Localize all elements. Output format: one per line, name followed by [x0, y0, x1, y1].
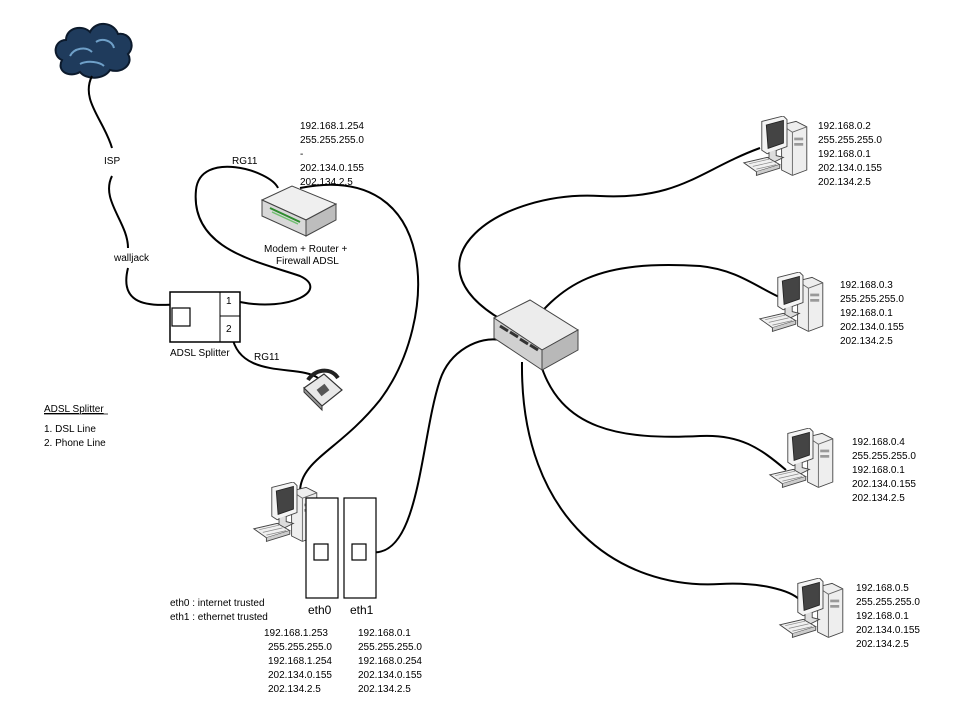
- nic-card-eth1: [343, 497, 377, 599]
- cable-switch-pc4: [520, 361, 801, 601]
- legend-item: 2. Phone Line: [44, 438, 106, 449]
- splitter-port-2-label: 2: [226, 324, 232, 335]
- cable-switch-pc1: [458, 147, 761, 321]
- client-computer-icon: [759, 272, 824, 332]
- legend-title: ADSL Splitter: [44, 404, 104, 415]
- client-gateway: 192.168.0.1: [852, 465, 905, 476]
- cable-switch-pc3: [539, 361, 787, 471]
- legend-item: 1. DSL Line: [44, 424, 96, 435]
- client-dns2: 202.134.2.5: [852, 493, 905, 504]
- client-netmask: 255.255.255.0: [856, 597, 920, 608]
- client-dns2: 202.134.2.5: [840, 336, 893, 347]
- eth1-netmask: 255.255.255.0: [358, 642, 422, 653]
- legend: ADSL Splitter 1. DSL Line 2. Phone Line: [44, 404, 108, 449]
- eth1-dns2: 202.134.2.5: [358, 684, 411, 695]
- modem-label-line1: Modem + Router +: [264, 244, 348, 255]
- client-computer-icon: [779, 578, 844, 638]
- eth1-config: 192.168.0.1 255.255.255.0 192.168.0.254 …: [358, 628, 422, 695]
- client-computer-icon: [743, 116, 808, 176]
- eth0-gateway: 192.168.1.254: [268, 656, 332, 667]
- modem-gateway: -: [300, 149, 303, 160]
- cable-modem-eth0: [299, 183, 420, 493]
- splitter-port-1-label: 1: [226, 296, 232, 307]
- eth0-netmask: 255.255.255.0: [268, 642, 332, 653]
- modem-dns2: 202.134.2.5: [300, 177, 353, 188]
- rg11-modem-label: RG11: [232, 156, 258, 167]
- modem-router-icon: [260, 185, 338, 237]
- network-cables: [87, 75, 801, 601]
- client-1-config: 192.168.0.2 255.255.255.0 192.168.0.1 20…: [818, 121, 882, 188]
- modem-netmask: 255.255.255.0: [300, 135, 364, 146]
- client-computer-icon: [769, 428, 834, 488]
- telephone-icon: [303, 368, 343, 412]
- eth0-label: eth0: [308, 603, 332, 617]
- client-dns2: 202.134.2.5: [818, 177, 871, 188]
- client-netmask: 255.255.255.0: [840, 294, 904, 305]
- client-ip: 192.168.0.5: [856, 583, 909, 594]
- adsl-splitter: [169, 291, 241, 343]
- cable-isp-cloud: [87, 75, 113, 149]
- client-dns2: 202.134.2.5: [856, 639, 909, 650]
- client-2-config: 192.168.0.3 255.255.255.0 192.168.0.1 20…: [840, 280, 904, 347]
- internet-cloud-icon: [54, 23, 133, 79]
- eth1-ip: 192.168.0.1: [358, 628, 411, 639]
- client-ip: 192.168.0.3: [840, 280, 893, 291]
- client-ip: 192.168.0.4: [852, 437, 905, 448]
- eth0-config: 192.168.1.253 255.255.255.0 192.168.1.25…: [264, 628, 332, 695]
- modem-config: 192.168.1.254 255.255.255.0 - 202.134.0.…: [300, 121, 364, 188]
- client-dns1: 202.134.0.155: [856, 625, 920, 636]
- cable-eth1-switch: [369, 338, 501, 554]
- splitter-label: ADSL Splitter: [170, 348, 230, 359]
- modem-ip: 192.168.1.254: [300, 121, 364, 132]
- eth1-note: eth1 : ethernet trusted: [170, 612, 268, 623]
- walljack-label: walljack: [113, 253, 150, 264]
- modem-dns1: 202.134.0.155: [300, 163, 364, 174]
- client-ip: 192.168.0.2: [818, 121, 871, 132]
- eth0-dns2: 202.134.2.5: [268, 684, 321, 695]
- cable-switch-pc2: [519, 264, 787, 341]
- eth1-label: eth1: [350, 603, 374, 617]
- client-dns1: 202.134.0.155: [818, 163, 882, 174]
- client-dns1: 202.134.0.155: [840, 322, 904, 333]
- client-netmask: 255.255.255.0: [818, 135, 882, 146]
- network-switch-icon: [493, 299, 579, 371]
- isp-label: ISP: [104, 156, 120, 167]
- eth0-note: eth0 : internet trusted: [170, 598, 265, 609]
- eth1-dns1: 202.134.0.155: [358, 670, 422, 681]
- nic-card-eth0: [305, 497, 339, 599]
- client-netmask: 255.255.255.0: [852, 451, 916, 462]
- client-3-config: 192.168.0.4 255.255.255.0 192.168.0.1 20…: [852, 437, 916, 504]
- client-gateway: 192.168.0.1: [840, 308, 893, 319]
- modem-label-line2: Firewall ADSL: [276, 256, 339, 267]
- eth0-ip: 192.168.1.253: [264, 628, 328, 639]
- eth1-gateway: 192.168.0.254: [358, 656, 422, 667]
- client-4-config: 192.168.0.5 255.255.255.0 192.168.0.1 20…: [856, 583, 920, 650]
- client-gateway: 192.168.0.1: [818, 149, 871, 160]
- cable-splitter-modem: [194, 165, 312, 306]
- client-dns1: 202.134.0.155: [852, 479, 916, 490]
- cable-isp-walljack: [108, 175, 129, 249]
- client-gateway: 192.168.0.1: [856, 611, 909, 622]
- eth0-dns1: 202.134.0.155: [268, 670, 332, 681]
- rg11-phone-label: RG11: [254, 352, 280, 363]
